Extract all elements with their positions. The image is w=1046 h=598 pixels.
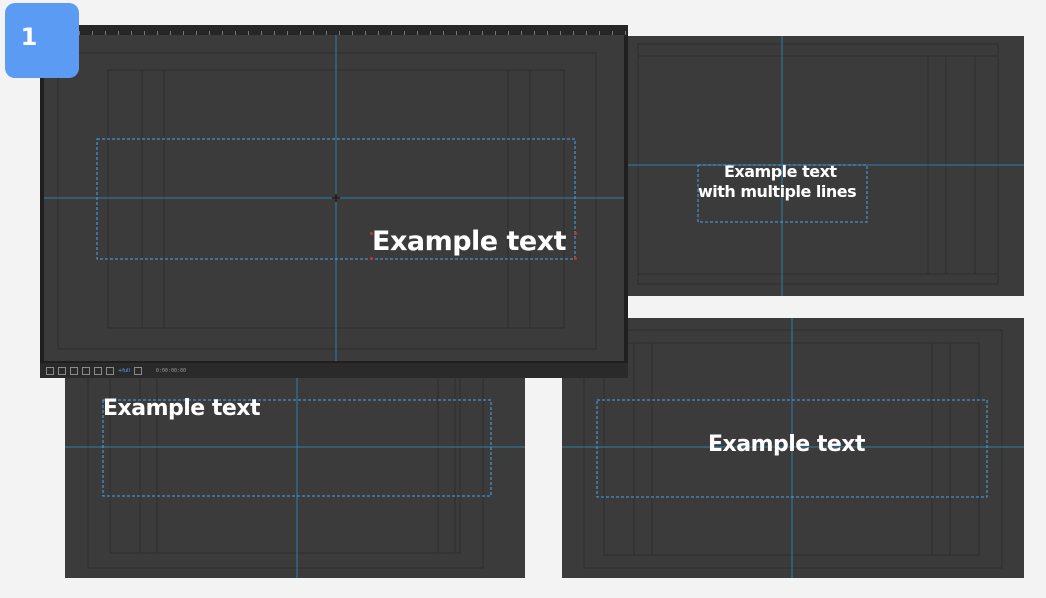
text-layer-bounding-box [102, 399, 492, 497]
zoom-level[interactable]: +full [118, 367, 130, 374]
safe-area-guides [44, 35, 624, 361]
example-text-centered: Example text [708, 432, 866, 457]
comp-preview-bottom-right: Example text [562, 318, 1024, 578]
example-text-top-left: Example text [103, 396, 261, 421]
camera-icon[interactable] [133, 366, 142, 375]
safe-area-guides [562, 318, 1024, 578]
example-text-line-2: with multiple lines [698, 182, 857, 201]
text-layer-bounding-box [96, 138, 576, 260]
anchor-handle[interactable] [574, 257, 577, 260]
comp-preview-top-right: Example text with multiple lines [620, 36, 1024, 296]
example-text-line-1: Example text [724, 162, 837, 181]
color-icon[interactable] [106, 366, 114, 375]
viewer-status-bar: +full 0:00:00:00 [40, 363, 628, 378]
anchor-handle[interactable] [370, 257, 373, 260]
timeline-ruler[interactable] [40, 25, 628, 35]
region-icon[interactable] [46, 366, 54, 375]
grid-icon[interactable] [58, 366, 66, 375]
text-layer-bounding-box [697, 164, 868, 223]
timecode[interactable]: 0:00:00:00 [155, 367, 187, 374]
composition-viewer-window: Example text +full 0:00:00:00 [40, 25, 628, 378]
anchor-handle[interactable] [574, 232, 577, 235]
step-badge: 1 [5, 3, 79, 78]
guides-icon[interactable] [94, 366, 102, 375]
mask-icon[interactable] [70, 366, 78, 375]
safe-area-guides [620, 36, 1024, 296]
text-layer-bounding-box [596, 399, 988, 498]
anchor-handle[interactable] [370, 232, 373, 235]
example-text-bottom-right[interactable]: Example text [372, 226, 567, 257]
transparency-icon[interactable] [82, 366, 90, 375]
safe-area-guides [65, 372, 525, 578]
composition-viewer[interactable]: Example text [44, 35, 624, 361]
comp-preview-bottom-left: Example text [65, 372, 525, 578]
